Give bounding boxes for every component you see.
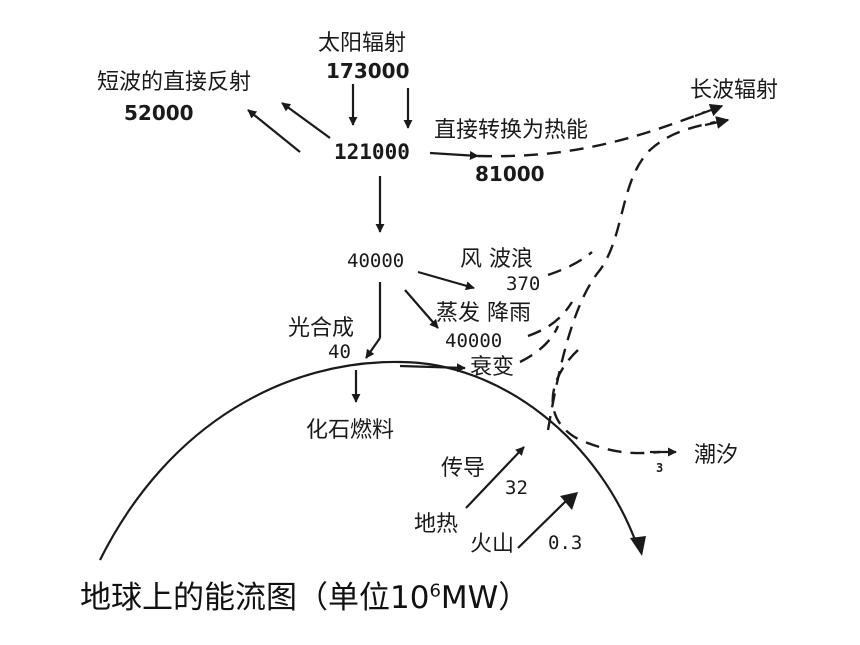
evap-dashed-flow xyxy=(527,301,574,338)
evap-arrow xyxy=(404,289,439,329)
volcano-value: 0.3 xyxy=(548,532,582,554)
volcano-arrowhead xyxy=(560,492,578,510)
conduct-label: 传导 xyxy=(441,456,485,481)
tide-value: 3 xyxy=(656,461,663,475)
earth-arc-arrowhead xyxy=(630,536,646,556)
energy-flow-diagram: 太阳辐射 173000 短波的直接反射 52000 121000 直接转换为热能… xyxy=(97,31,778,561)
heat-arrow xyxy=(429,151,479,160)
tide-label: 潮汐 xyxy=(694,443,738,468)
heat-dashed-flow xyxy=(477,110,706,158)
caption-text: 地球上的能流图（单位10 xyxy=(80,580,430,616)
decay-label: 衰变 xyxy=(470,355,514,380)
heat-value: 81000 xyxy=(475,162,545,186)
photo-value: 40 xyxy=(328,341,351,363)
heat-label: 直接转换为热能 xyxy=(434,118,588,143)
wind-label: 风 波浪 xyxy=(460,247,533,272)
solar-label: 太阳辐射 xyxy=(318,31,406,56)
longwave-arrow-1 xyxy=(694,103,724,118)
evap-value: 40000 xyxy=(445,330,502,352)
conduct-value: 32 xyxy=(505,477,528,499)
evap-label: 蒸发 降雨 xyxy=(436,301,531,326)
reflect-arrow-in xyxy=(247,109,301,153)
volcano-arrow xyxy=(517,499,568,549)
reflect-label: 短波的直接反射 xyxy=(97,70,251,95)
wind-dashed-flow xyxy=(547,251,593,277)
longwave-arrow-2 xyxy=(704,116,730,129)
longwave-dashed-rise xyxy=(546,120,716,431)
wind-value: 370 xyxy=(506,273,540,295)
geo-label: 地热 xyxy=(414,512,458,537)
volcano-label: 火山 xyxy=(470,532,514,557)
fossil-label: 化石燃料 xyxy=(306,418,394,443)
caption-unit: MW） xyxy=(440,580,530,616)
decay-dashed-flow xyxy=(519,325,560,364)
solar-value: 173000 xyxy=(326,59,410,83)
diagram-caption: 地球上的能流图（单位106MW） xyxy=(80,572,529,617)
longwave-label: 长波辐射 xyxy=(690,78,778,103)
caption-exponent: 6 xyxy=(429,580,441,602)
earth-surface-arc xyxy=(99,360,640,561)
reflect-value: 52000 xyxy=(124,101,194,125)
photo-label: 光合成 xyxy=(288,316,354,341)
reflect-arrow-out xyxy=(281,102,331,139)
absorbed-value: 121000 xyxy=(334,140,410,164)
wind-arrow xyxy=(417,270,475,291)
decay-arrow xyxy=(399,363,466,373)
tide-dashed-flow xyxy=(551,349,661,455)
conduct-arrow xyxy=(465,446,525,509)
remaining-value: 40000 xyxy=(347,250,404,272)
photo-arrow-tip xyxy=(365,337,381,359)
